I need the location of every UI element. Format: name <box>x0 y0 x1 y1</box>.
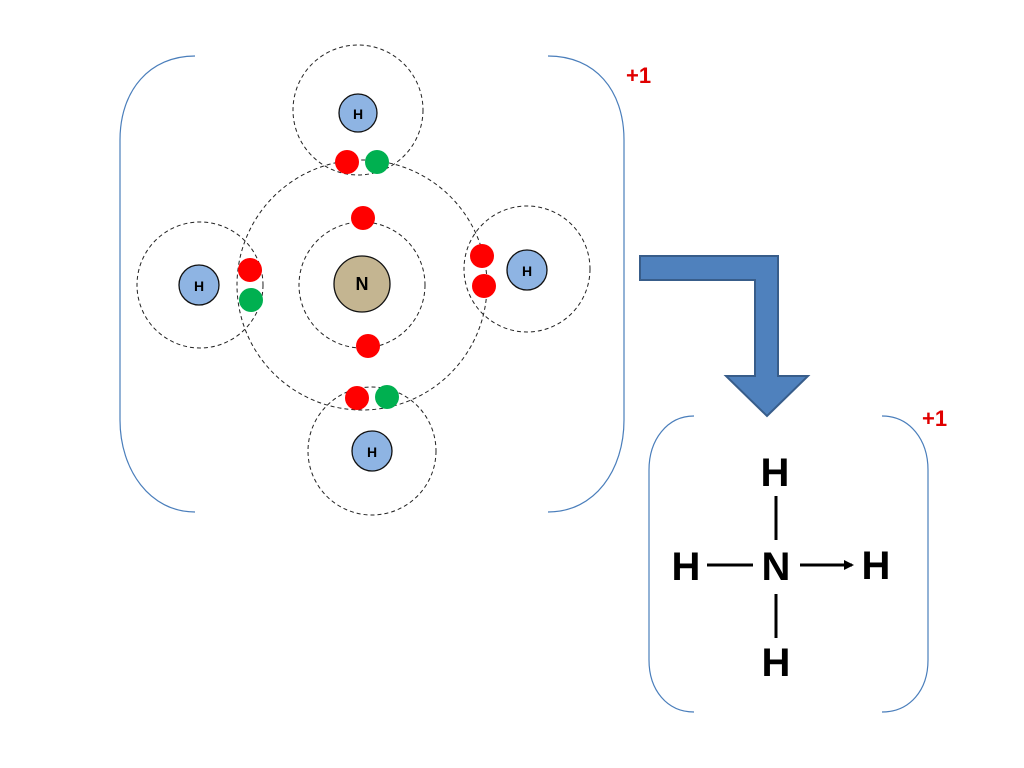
formula-left-bracket <box>648 415 695 713</box>
formula-charge-label: +1 <box>922 406 947 431</box>
hydrogen-atom-bottom <box>351 430 393 472</box>
bond-bottom-hydrogen-electron <box>375 385 399 409</box>
formula-right-bracket <box>881 415 929 713</box>
electron-dot-diagram: +1 N H H H H <box>119 44 651 516</box>
nitrogen-atom <box>333 255 391 313</box>
right-bracket <box>547 55 625 513</box>
transition-arrow <box>639 255 811 418</box>
bond-left-hydrogen-electron <box>239 288 263 312</box>
hydrogen-atom-left <box>178 264 220 306</box>
hydrogen-shell-left <box>136 221 264 349</box>
hydrogen-shell-right <box>463 205 591 333</box>
bond-bottom-nitrogen-electron <box>345 386 369 410</box>
hydrogen-atom-top-label: H <box>353 106 363 122</box>
bond-top-nitrogen-electron <box>335 150 359 174</box>
bond-right-nitrogen-electron-2 <box>472 274 496 298</box>
structural-formula: +1 H H N H H <box>648 406 947 713</box>
formula-hydrogen-bottom: H <box>762 641 791 685</box>
formula-hydrogen-left: H <box>672 545 701 589</box>
formula-nitrogen: N <box>762 545 791 589</box>
hydrogen-atom-top <box>338 93 378 133</box>
nitrogen-atom-label: N <box>356 274 369 294</box>
bond-right-nitrogen-electron-1 <box>470 244 494 268</box>
nitrogen-inner-electron-top <box>351 206 375 230</box>
hydrogen-atom-bottom-label: H <box>367 444 377 460</box>
formula-hydrogen-right: H <box>862 544 891 588</box>
left-bracket <box>119 55 196 513</box>
bond-left-nitrogen-electron <box>238 258 262 282</box>
bond-top-hydrogen-electron <box>365 150 389 174</box>
hydrogen-shell-top <box>292 44 424 176</box>
hydrogen-atom-right <box>506 249 548 291</box>
nitrogen-inner-electron-bottom <box>356 334 380 358</box>
hydrogen-atom-right-label: H <box>522 263 532 279</box>
hydrogen-shell-bottom <box>307 386 437 516</box>
hydrogen-atom-left-label: H <box>194 278 204 294</box>
formula-hydrogen-top: H <box>761 451 790 495</box>
ion-charge-label: +1 <box>626 63 651 88</box>
